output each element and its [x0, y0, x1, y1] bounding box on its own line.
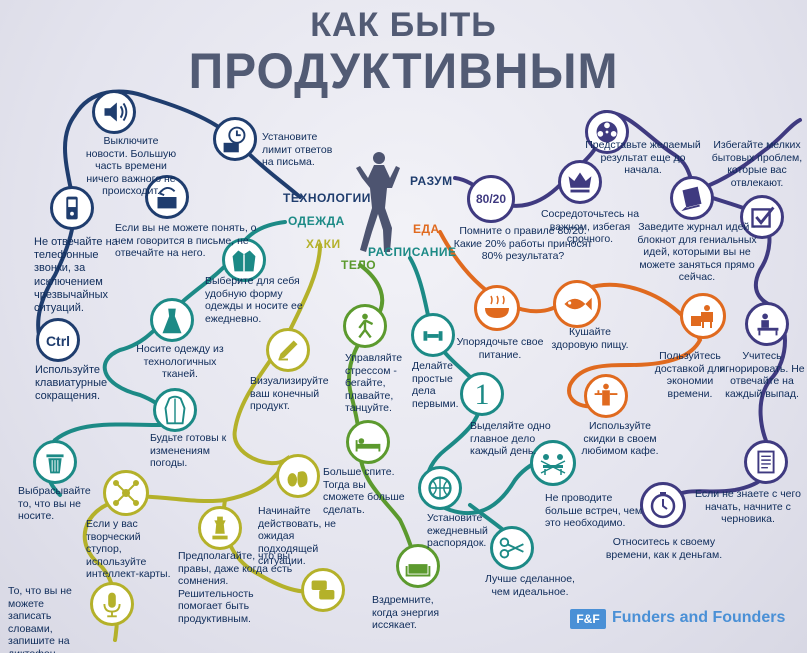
- tip-phone: Не отвечайте на телефонные звонки, за ис…: [34, 236, 118, 314]
- desk-icon: [745, 302, 789, 346]
- tip-ignore: Учитесь игнорировать. Не отвечайте на ка…: [719, 350, 805, 400]
- film-reel-icon: [585, 110, 629, 154]
- tip-email-doubt: Если вы не можете понять, о чем говоритс…: [115, 222, 257, 260]
- category-hacks: ХАКИ: [306, 237, 341, 251]
- number-one-label: 1: [474, 378, 490, 411]
- tip-visualize: Визуализируйте ваш конечный продукт.: [250, 375, 329, 413]
- delivery-icon: [680, 293, 726, 339]
- meeting-icon: [530, 440, 576, 486]
- tip-email-limit: Установите лимит ответов на письма.: [262, 131, 333, 169]
- tip-time-money: Относитесь к своему времени, как к деньг…: [605, 536, 723, 561]
- microphone-icon: [90, 582, 134, 626]
- mindmap-icon: [103, 470, 149, 516]
- fish-icon: [553, 280, 601, 328]
- tip-imagine: Представьте желаемый результат еще до на…: [585, 139, 701, 177]
- tip-discounts: Используйте скидки в своем любимом кафе.: [581, 420, 659, 458]
- tip-sleep: Больше спите. Тогда вы сможете больше сд…: [323, 466, 405, 516]
- tip-nutrition: Упорядочьте свое питание.: [456, 336, 544, 361]
- tip-simple-first: Делайте простые дела первыми.: [412, 360, 459, 410]
- notepad-icon: [744, 440, 788, 484]
- tip-tech-fabric: Носите одежду из технологичных тканей.: [136, 343, 224, 381]
- tip-routine: Установите ежедневный распорядок.: [427, 512, 488, 550]
- tip-one-thing: Выделяйте одно главное дело каждый день.: [470, 420, 551, 458]
- tip-stress: Управляйте стрессом - бегайте, плавайте,…: [345, 352, 403, 415]
- waiter-icon: [584, 374, 628, 418]
- ctrl-key-icon: Ctrl: [36, 318, 80, 362]
- tip-draft: Если не знаете с чего начать, начните с …: [695, 488, 801, 526]
- checkbox-icon: [740, 195, 784, 239]
- food-bowl-icon: [474, 285, 520, 331]
- tip-uniform: Выберите для себя удобную форму одежды и…: [205, 275, 303, 325]
- stopwatch-icon: [640, 482, 686, 528]
- tip-journal: Заведите журнал идей - блокнот для гениа…: [637, 221, 757, 284]
- clock-envelope-icon: [213, 117, 257, 161]
- crown-icon: [558, 160, 602, 204]
- category-technology: ТЕХНОЛОГИИ: [283, 191, 371, 205]
- chat-icon: [301, 568, 345, 612]
- ratio-label: 80/20: [475, 192, 507, 206]
- trash-icon: [33, 440, 77, 484]
- category-schedule: РАСПИСАНИЕ: [368, 245, 457, 259]
- ctrl-key-label: Ctrl: [45, 333, 71, 349]
- category-food: ЕДА: [413, 222, 440, 236]
- tip-nap: Вздремните, когда энергия иссякает.: [372, 594, 440, 632]
- chicken-egg-icon: [276, 454, 320, 498]
- raincoat-icon: [153, 388, 197, 432]
- tip-delivery: Пользуйтесь доставкой для экономии време…: [654, 350, 726, 400]
- tip-act: Начинайте действовать, не ожидая подходя…: [258, 505, 337, 568]
- tip-meetings: Не проводите больше встреч, чем это необ…: [545, 492, 643, 530]
- brand-name: Funders and Founders: [612, 609, 786, 626]
- category-body: ТЕЛО: [341, 258, 377, 272]
- tip-rule8020: Помните о правиле 80/20. Какие 20% работ…: [453, 225, 593, 263]
- ratio-icon: 80/20: [467, 175, 515, 223]
- tip-discard: Выбрасывайте то, что вы не носите.: [18, 485, 91, 523]
- tip-healthy-food: Кушайте здоровую пищу.: [551, 326, 629, 351]
- chess-icon: [198, 506, 242, 550]
- scissors-icon: [490, 526, 534, 570]
- athlete-figure: [356, 152, 400, 252]
- jacket-icon: [222, 238, 266, 282]
- tip-done-better: Лучше сделанное, чем идеальное.: [485, 573, 575, 598]
- dumbbell-icon: [411, 313, 455, 357]
- dancer-icon: [343, 304, 387, 348]
- book-icon: [670, 176, 714, 220]
- tip-weather: Будьте готовы к изменениям погоды.: [150, 432, 227, 470]
- tip-small-problems: Избегайте мелких бытовых проблем, которы…: [711, 139, 803, 189]
- tip-mindmap: Если у вас творческий ступор, используйт…: [86, 518, 171, 581]
- phone-icon: [50, 186, 94, 230]
- title-line1: КАК БЫТЬ: [310, 6, 497, 44]
- tip-news: Выключите новости. Большую часть времени…: [85, 135, 177, 198]
- bed-icon: [346, 420, 390, 464]
- tip-assume-right: Предполагайте, что вы правы, даже когда …: [178, 550, 293, 625]
- category-clothes: ОДЕЖДА: [288, 214, 345, 228]
- brand-logo-mark: F&F: [570, 609, 606, 629]
- tip-dictaphone: То, что вы не можете записать словами, з…: [8, 585, 72, 653]
- title-line2: ПРОДУКТИВНЫМ: [188, 43, 619, 100]
- sofa-icon: [396, 544, 440, 588]
- tip-shortcuts: Используйте клавиатурные сокращения.: [35, 364, 108, 403]
- speaker-icon: [92, 90, 136, 134]
- reply-email-icon: [145, 175, 189, 219]
- tip-important: Сосредоточьтесь на важном, избегая срочн…: [540, 208, 640, 246]
- pencil-icon: [266, 328, 310, 372]
- category-mind: РАЗУМ: [410, 174, 453, 188]
- number-one-icon: 1: [460, 372, 504, 416]
- dress-icon: [150, 298, 194, 342]
- basketball-icon: [418, 466, 462, 510]
